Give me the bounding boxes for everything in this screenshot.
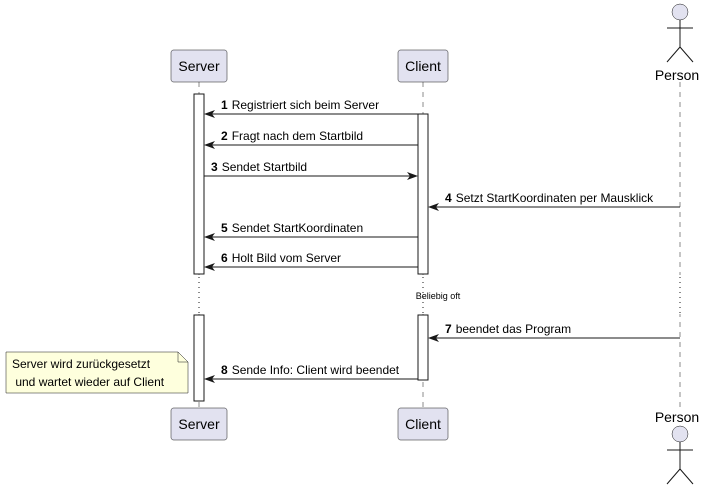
- participant-label: Client: [405, 58, 441, 74]
- note-line-2: und wartet wieder auf Client: [12, 375, 165, 389]
- arrowhead-icon: [428, 203, 439, 211]
- message-label: Registriert sich beim Server: [232, 98, 379, 112]
- message-number: 6: [221, 251, 228, 265]
- divider-label: Beliebig oft: [416, 291, 461, 301]
- message-label: Sendet Startbild: [222, 160, 307, 174]
- server-activation-bottom: [193, 314, 205, 402]
- participant-label: Client: [405, 416, 441, 432]
- actor-person-bottom: Person: [655, 409, 699, 485]
- note-fold-icon: [177, 352, 188, 363]
- arrowhead-icon: [204, 141, 215, 149]
- arrowhead-icon: [204, 233, 215, 241]
- actor-body-icon: [666, 442, 694, 485]
- message-number: 7: [445, 322, 452, 336]
- message-label: beendet das Program: [456, 322, 571, 336]
- message-label: Sendet StartKoordinaten: [232, 221, 363, 235]
- message-number: 2: [221, 129, 228, 143]
- message-3: 3 Sendet Startbild: [204, 160, 418, 180]
- message-5: 5 Sendet StartKoordinaten: [204, 221, 418, 241]
- message-number: 1: [221, 98, 228, 112]
- message-label: Setzt StartKoordinaten per Mausklick: [456, 191, 654, 205]
- message-2: 2 Fragt nach dem Startbild: [204, 129, 418, 149]
- actor-person-top: Person: [655, 3, 699, 83]
- message-4: 4 Setzt StartKoordinaten per Mausklick: [428, 191, 680, 211]
- message-7: 7 beendet das Program: [428, 322, 680, 342]
- message-8: 8 Sende Info: Client wird beendet: [204, 363, 418, 383]
- message-1: 1 Registriert sich beim Server: [204, 98, 418, 118]
- arrowhead-icon: [428, 334, 439, 342]
- arrowhead-icon: [204, 110, 215, 118]
- message-label: Holt Bild vom Server: [232, 251, 341, 265]
- client-activation-bottom: [417, 314, 429, 381]
- client-activation-top: [417, 113, 429, 275]
- message-number: 8: [221, 363, 228, 377]
- server-activation-top: [193, 93, 205, 275]
- participant-label: Person: [655, 67, 699, 83]
- actor-head-icon: [671, 3, 689, 21]
- message-number: 5: [221, 221, 228, 235]
- participant-server-bottom: Server: [170, 407, 228, 441]
- message-label: Sende Info: Client wird beendet: [232, 363, 400, 377]
- divider-band: [180, 275, 700, 314]
- message-6: 6 Holt Bild vom Server: [204, 251, 418, 271]
- message-label: Fragt nach dem Startbild: [232, 129, 363, 143]
- arrowhead-icon: [204, 375, 215, 383]
- note-line-1: Server wird zurückgesetzt: [12, 357, 151, 371]
- message-number: 3: [211, 160, 218, 174]
- participant-label: Server: [178, 416, 220, 432]
- participant-label: Person: [655, 409, 699, 425]
- participant-client-top: Client: [397, 49, 449, 83]
- arrowhead-icon: [204, 263, 215, 271]
- participant-client-bottom: Client: [397, 407, 449, 441]
- participant-label: Server: [178, 58, 220, 74]
- actor-head-icon: [671, 425, 689, 443]
- participant-server-top: Server: [170, 49, 228, 83]
- note: Server wird zurückgesetzt und wartet wie…: [5, 351, 189, 394]
- actor-body-icon: [666, 20, 694, 63]
- arrowhead-icon: [407, 172, 418, 180]
- message-number: 4: [445, 191, 452, 205]
